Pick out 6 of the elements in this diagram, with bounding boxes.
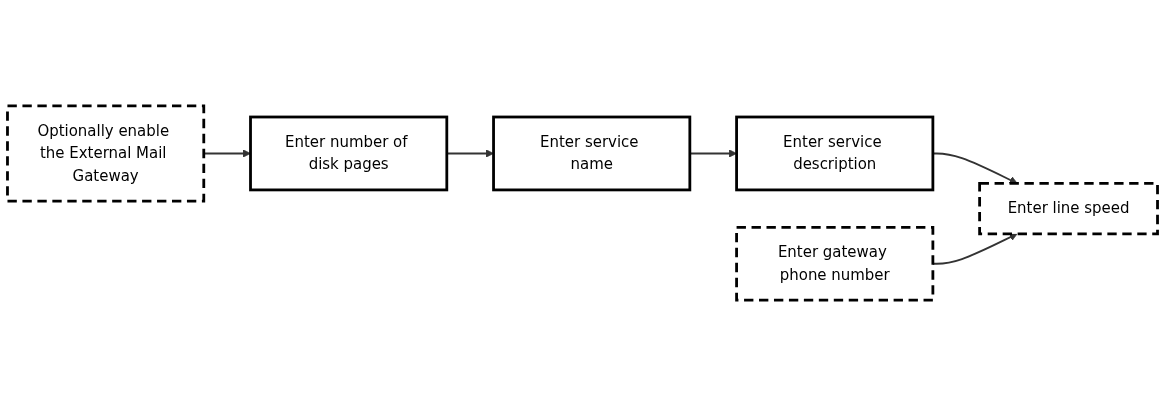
- node-box: Optionally enable the External Mail Gateway: [6, 104, 206, 203]
- node-box: Enter line speed: [978, 181, 1159, 236]
- node-box: Enter service description: [735, 115, 935, 192]
- node-box: Enter number of disk pages: [249, 115, 449, 192]
- node-box: Enter service name: [492, 115, 692, 192]
- node-box: Enter gateway phone number: [735, 225, 935, 302]
